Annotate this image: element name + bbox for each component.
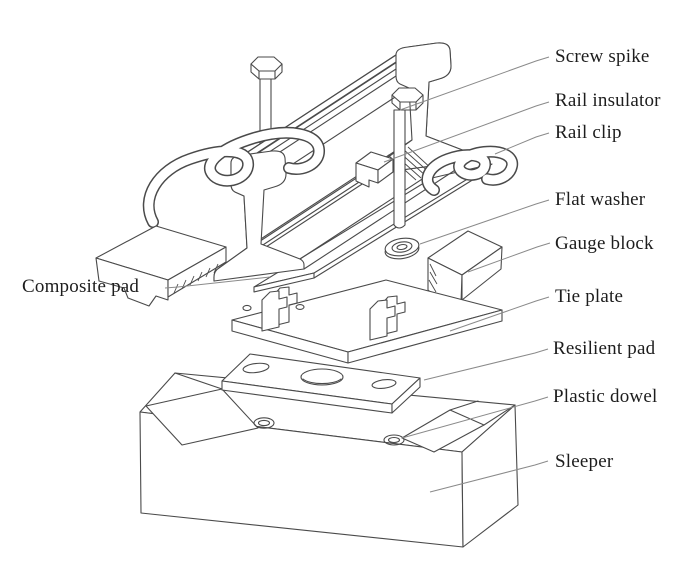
- leader-gauge-block: [467, 242, 551, 273]
- flat-washer-drawing: [384, 237, 420, 260]
- rail-insulator-drawing: [355, 151, 394, 188]
- leader-rail-clip: [494, 132, 550, 155]
- label-flat-washer: Flat washer: [555, 189, 646, 210]
- label-screw-spike: Screw spike: [555, 46, 650, 67]
- leader-tie-plate: [449, 296, 550, 332]
- gauge-block-left-drawing: [95, 225, 227, 307]
- resilient-pad-drawing: [221, 353, 421, 414]
- tie-plate-drawing: [231, 279, 503, 364]
- leader-lines: [164, 56, 551, 493]
- leader-rail-insulator: [383, 101, 550, 163]
- rail-clip-right-drawing: [421, 145, 519, 196]
- label-plastic-dowel: Plastic dowel: [553, 386, 658, 407]
- label-resilient-pad: Resilient pad: [553, 338, 656, 359]
- label-tie-plate: Tie plate: [555, 286, 624, 307]
- leader-screw-spike: [399, 56, 550, 111]
- screw-spike-left-drawing: [250, 56, 283, 151]
- leader-flat-washer: [419, 199, 550, 245]
- rail-clip-left-drawing: [142, 126, 325, 228]
- label-rail-clip: Rail clip: [555, 122, 622, 143]
- gauge-block-right-drawing: [427, 230, 503, 305]
- screw-spike-right-drawing: [391, 87, 424, 229]
- leader-plastic-dowel: [401, 396, 549, 439]
- label-composite-pad: Composite pad: [22, 276, 140, 297]
- label-gauge-block: Gauge block: [555, 233, 654, 254]
- leader-resilient-pad: [423, 348, 549, 381]
- plastic-dowel-holes: [253, 417, 405, 446]
- label-rail-insulator: Rail insulator: [555, 90, 661, 111]
- leader-composite-pad: [164, 276, 271, 289]
- label-sleeper: Sleeper: [555, 451, 614, 472]
- leader-sleeper: [429, 460, 549, 493]
